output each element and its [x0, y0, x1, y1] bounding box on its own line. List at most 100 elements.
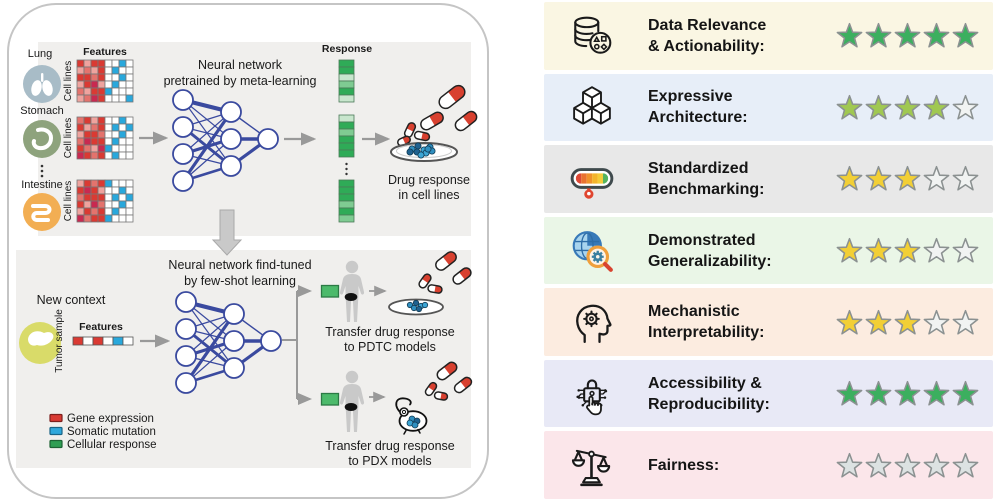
- star-filled-icon: [894, 237, 921, 263]
- drug-capsules-pdtc: [418, 251, 472, 294]
- star-filled-icon: [836, 94, 863, 120]
- tumor-sample-label: Tumor sample: [54, 309, 65, 373]
- star-rating: [835, 308, 980, 337]
- finetuned-neural-network: [175, 291, 282, 394]
- gene-expression-swatch: [49, 413, 63, 423]
- drug-response-caption-line1: Drug response: [388, 173, 470, 187]
- star-filled-icon: [865, 94, 892, 120]
- pretrain-caption-line1: Neural network: [198, 58, 283, 72]
- intestine-label: Intestine: [21, 179, 63, 191]
- star-filled-icon: [836, 23, 863, 48]
- pretrained-neural-network: [172, 89, 279, 192]
- bottom-panel-background: [16, 250, 471, 468]
- pdtc-caption-line1: Transfer drug response: [325, 325, 455, 339]
- star-rating: [835, 21, 980, 50]
- transfer-down-arrow: [211, 209, 243, 256]
- stomach-icon: [23, 120, 61, 158]
- lung-heatmap: [76, 59, 134, 103]
- gauge-icon: [566, 156, 618, 202]
- cellular-response-swatch: [49, 439, 63, 449]
- star-empty-icon: [865, 452, 892, 478]
- star-empty-icon: [952, 452, 979, 478]
- star-filled-icon: [865, 381, 892, 406]
- star-filled-icon: [865, 237, 892, 263]
- star-filled-icon: [894, 94, 921, 120]
- star-empty-icon: [952, 94, 979, 120]
- star-empty-icon: [952, 309, 979, 335]
- star-filled-icon: [923, 381, 950, 406]
- star-rating: [835, 93, 980, 122]
- features-label-bottom: Features: [79, 321, 123, 333]
- response-strip-3: [338, 179, 355, 223]
- drug-response-caption-line2: in cell lines: [398, 188, 459, 202]
- liver-glyph: [28, 331, 54, 346]
- pdtc-response-cell: [320, 284, 340, 298]
- star-filled-icon: [952, 381, 979, 406]
- intestine-heatmap: [76, 179, 134, 223]
- stomach-glyph: [31, 127, 54, 151]
- cell-lines-label-1: Cell lines: [63, 61, 74, 102]
- response-label: Response: [322, 43, 372, 55]
- petri-dish-pdtc: [388, 298, 444, 316]
- pdx-response-cell: [320, 392, 340, 406]
- star-rating: [835, 451, 980, 480]
- features-label-top: Features: [83, 46, 127, 58]
- pdtc-caption-line2: to PDTC models: [344, 340, 436, 354]
- response-strip-2: [338, 114, 355, 158]
- cubes-icon: [566, 84, 618, 130]
- star-rating: [835, 379, 980, 408]
- mouse-glyph: [395, 397, 428, 435]
- organs-ellipsis: [40, 164, 44, 178]
- star-filled-icon: [894, 309, 921, 335]
- star-filled-icon: [836, 166, 863, 192]
- star-empty-icon: [923, 309, 950, 335]
- finetune-caption-line2: by few-shot learning: [184, 274, 296, 288]
- figure-legend: Gene expression Somatic mutation Cellula…: [49, 413, 157, 451]
- balance-scale-icon: [566, 442, 618, 488]
- lungs-glyph: [31, 73, 53, 96]
- star-filled-icon: [865, 166, 892, 192]
- finetune-caption-line1: Neural network find-tuned: [168, 258, 311, 272]
- lung-icon: [23, 65, 61, 103]
- pretrain-caption-line2: pretrained by meta-learning: [164, 74, 317, 88]
- rating-label: Fairness:: [648, 456, 720, 474]
- lung-label: Lung: [28, 48, 52, 60]
- star-filled-icon: [836, 309, 863, 335]
- stomach-heatmap: [76, 116, 134, 160]
- star-filled-icon: [923, 23, 950, 48]
- star-rating: [835, 236, 980, 265]
- rating-row-data-relevance: Data Relevance& Actionability:: [544, 2, 993, 70]
- gene-expression-label: Gene expression: [67, 413, 154, 425]
- globe-search-icon: [566, 228, 618, 274]
- new-context-label: New context: [37, 293, 106, 307]
- rating-panel: Data Relevance& Actionability: Expressiv…: [544, 2, 993, 500]
- tumor-feature-row: [72, 336, 134, 346]
- star-filled-icon: [894, 166, 921, 192]
- star-filled-icon: [952, 23, 979, 48]
- petri-dish-top: [390, 142, 458, 162]
- star-filled-icon: [836, 237, 863, 263]
- figure-panel: Features Lung Stomach Intestine Cell lin…: [7, 3, 489, 499]
- star-filled-icon: [836, 381, 863, 406]
- star-empty-icon: [923, 452, 950, 478]
- response-ellipsis: [345, 162, 348, 176]
- star-empty-icon: [952, 237, 979, 263]
- star-empty-icon: [923, 166, 950, 192]
- intestine-glyph: [31, 204, 52, 222]
- rating-label: Data Relevance& Actionability:: [648, 16, 767, 55]
- star-filled-icon: [894, 381, 921, 406]
- head-gear-icon: [566, 299, 618, 345]
- cellular-response-label: Cellular response: [67, 439, 157, 451]
- star-empty-icon: [836, 452, 863, 478]
- cell-lines-label-2: Cell lines: [63, 118, 74, 159]
- lock-circuit-hand-icon: [566, 371, 618, 417]
- rating-row-fairness: Fairness:: [544, 431, 993, 500]
- rating-row-accessibility-reproducibility: Accessibility &Reproducibility:: [544, 359, 993, 428]
- pdx-caption-line2: to PDX models: [348, 454, 431, 468]
